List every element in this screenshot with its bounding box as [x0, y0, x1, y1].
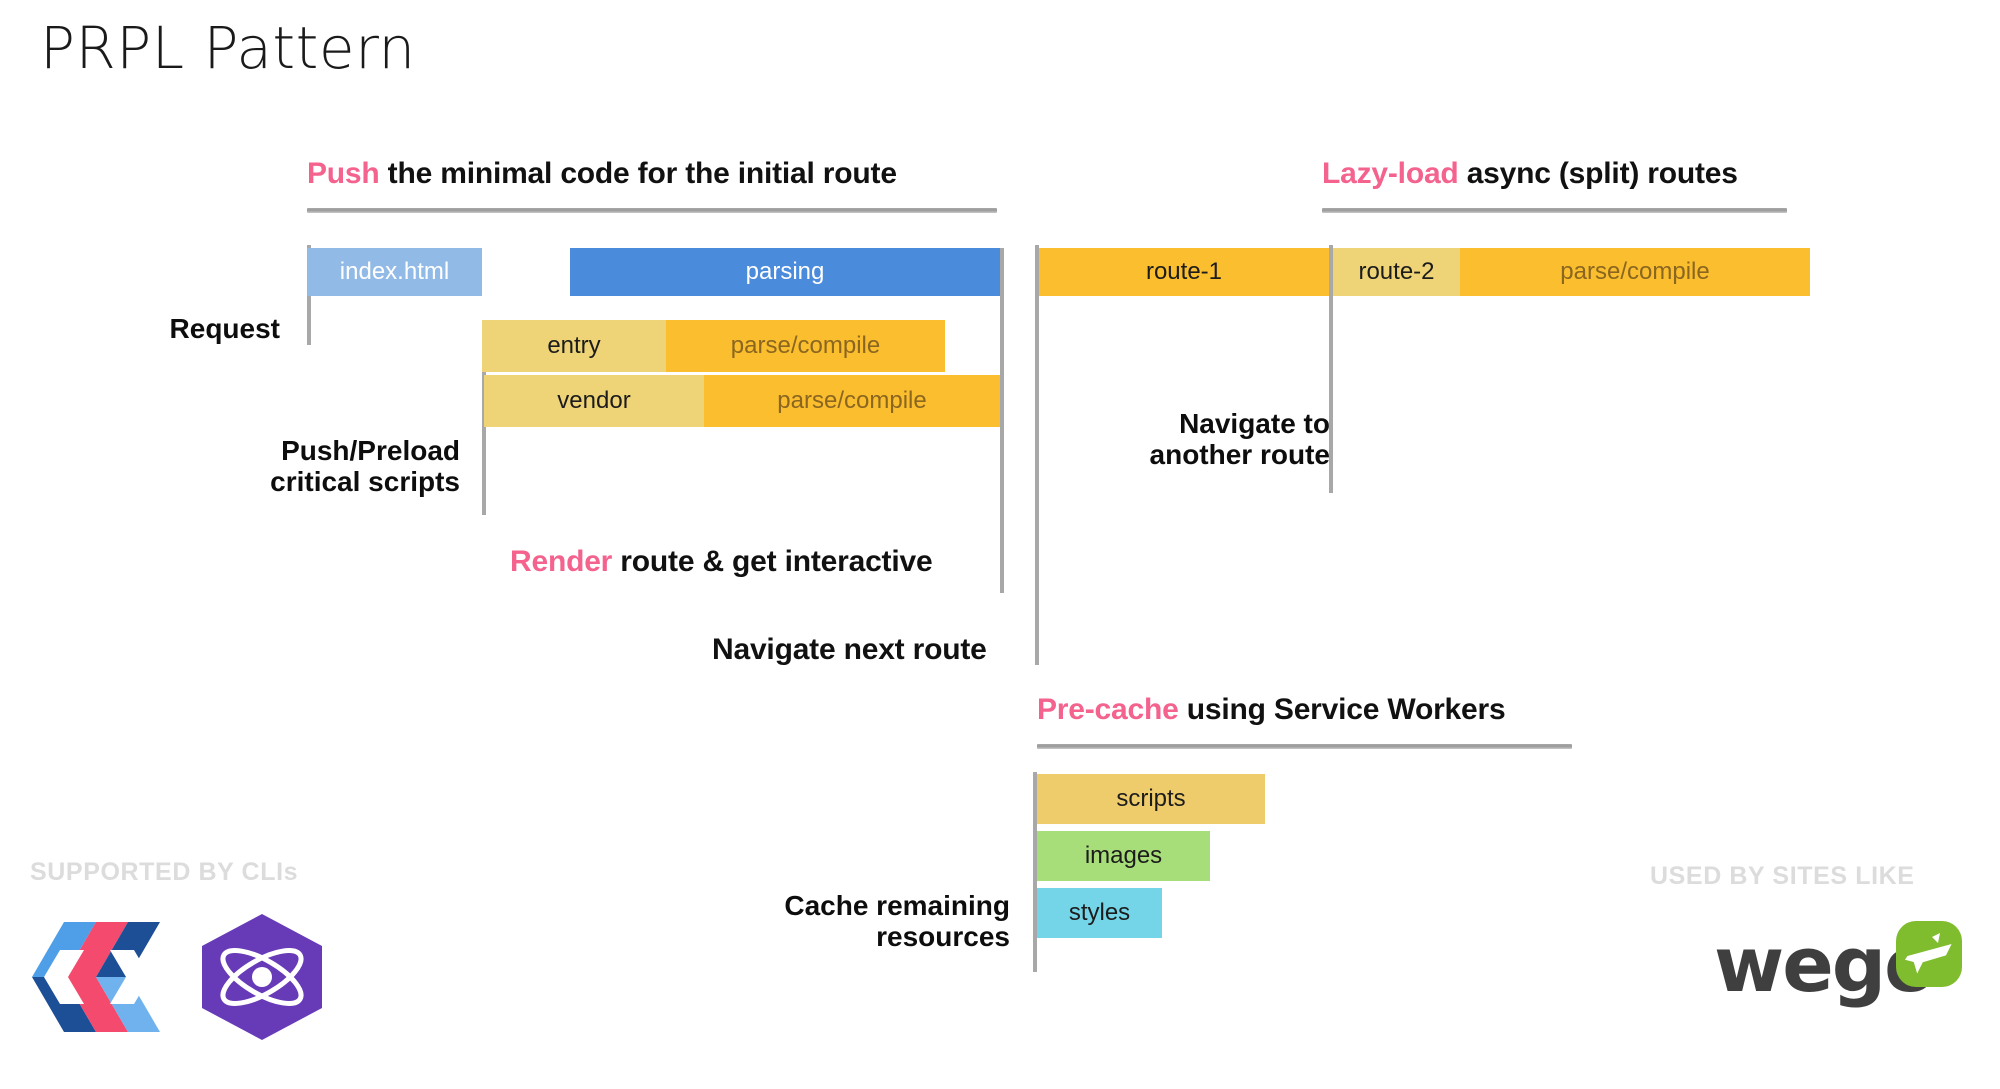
bar-segment-parsing: parsing — [570, 248, 1000, 296]
bar-segment-scripts: scripts — [1037, 774, 1265, 824]
vrule-route-1 — [1035, 245, 1039, 665]
heading-render: Render route & get interactive — [510, 545, 933, 579]
bar-segment-route-1: route-1 — [1039, 248, 1329, 296]
heading-render-rest: route & get interactive — [612, 545, 933, 578]
preact-logo — [198, 912, 326, 1042]
row-label-push-preload: Push/Preload critical scripts — [270, 435, 460, 498]
section-heading-lazy-load: Lazy-load async (split) routes — [1322, 157, 1738, 191]
row-label-request: Request — [169, 313, 280, 344]
vrule-cache — [1033, 772, 1037, 972]
bar-styles[interactable]: styles — [1037, 888, 1162, 938]
polymer-logo — [32, 920, 162, 1035]
section-rule-push — [307, 208, 997, 213]
heading-navigate-next-text: Navigate next route — [712, 633, 987, 666]
row-label-navigate-another: Navigate to another route — [1149, 408, 1330, 471]
footer-caption-used-by-sites-like: USED BY SITES LIKE — [1650, 862, 1915, 890]
vrule-render — [1000, 248, 1004, 593]
heading-navigate-next: Navigate next route — [712, 633, 987, 667]
row-label-cache-remaining: Cache remaining resources — [784, 890, 1010, 953]
section-heading-push: Push the minimal code for the initial ro… — [307, 157, 897, 191]
section-rule-pre-cache — [1037, 744, 1572, 749]
page-title: PRPL Pattern — [40, 14, 416, 82]
footer-caption-supported-by-clis: SUPPORTED BY CLIs — [30, 858, 299, 886]
section-heading-push-rest: the minimal code for the initial route — [379, 157, 897, 190]
section-heading-pre-cache: Pre-cache using Service Workers — [1037, 693, 1506, 727]
polymer-logo-icon — [32, 922, 160, 1032]
section-heading-pre-cache-rest: using Service Workers — [1178, 693, 1506, 726]
bar-parsing[interactable]: parsing — [570, 248, 1000, 296]
bar-segment-vendor: vendor — [484, 375, 704, 427]
bar-entry[interactable]: entry parse/compile — [482, 320, 945, 372]
bar-images[interactable]: images — [1037, 831, 1210, 881]
bar-segment-route-2: route-2 — [1333, 248, 1460, 296]
bar-segment-images: images — [1037, 831, 1210, 881]
bar-vendor[interactable]: vendor parse/compile — [484, 375, 1000, 427]
wego-plane-icon — [1896, 921, 1962, 987]
section-heading-lazy-load-rest: async (split) routes — [1458, 157, 1738, 190]
section-rule-lazy-load — [1322, 208, 1787, 213]
bar-segment-styles: styles — [1037, 888, 1162, 938]
vrule-route-2 — [1329, 245, 1333, 493]
bar-segment-entry: entry — [482, 320, 666, 372]
bar-segment-route-2-parse-compile: parse/compile — [1460, 248, 1810, 296]
heading-render-accent: Render — [510, 545, 613, 578]
preact-logo-icon — [202, 914, 322, 1040]
bar-route-1[interactable]: route-1 — [1039, 248, 1329, 296]
section-heading-pre-cache-accent: Pre-cache — [1037, 693, 1179, 726]
bar-scripts[interactable]: scripts — [1037, 774, 1265, 824]
bar-segment-entry-parse-compile: parse/compile — [666, 320, 945, 372]
wego-logo: wego — [1714, 921, 1964, 1015]
bar-segment-index-html: index.html — [307, 248, 482, 296]
bar-route-2[interactable]: route-2 parse/compile — [1333, 248, 1810, 296]
section-heading-lazy-load-accent: Lazy-load — [1322, 157, 1459, 190]
bar-index-html[interactable]: index.html — [307, 248, 482, 296]
section-heading-push-accent: Push — [307, 157, 380, 190]
bar-segment-vendor-parse-compile: parse/compile — [704, 375, 1000, 427]
